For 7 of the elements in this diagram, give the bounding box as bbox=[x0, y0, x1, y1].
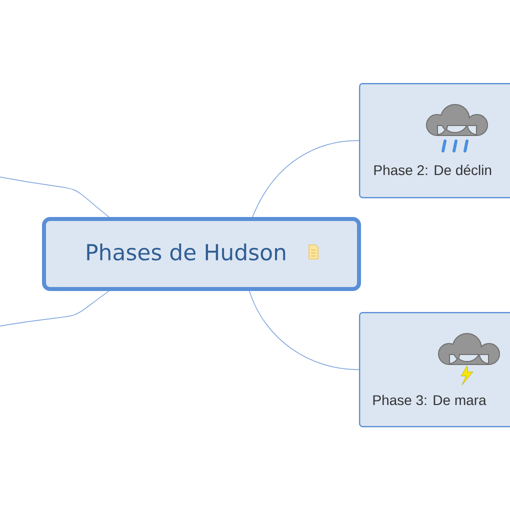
connector bbox=[249, 290, 360, 370]
connector bbox=[252, 140, 360, 218]
topic-box: Phases de Hudson bbox=[42, 217, 361, 291]
topic-box: Phase 3: De mara bbox=[359, 312, 510, 428]
connector bbox=[0, 290, 110, 326]
topic-box: Phase 2: De déclin bbox=[359, 83, 510, 198]
connector bbox=[0, 176, 110, 218]
